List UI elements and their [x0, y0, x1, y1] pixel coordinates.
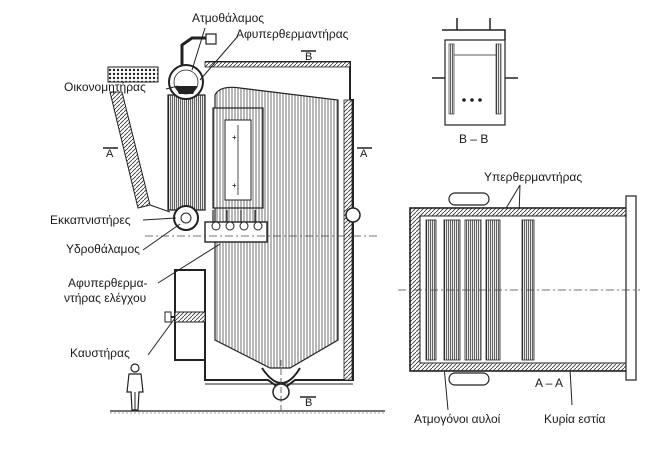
steam-outlet-pipe — [180, 36, 210, 65]
svg-text:+: + — [232, 181, 237, 190]
section-title-bb: B – B — [459, 132, 489, 146]
boiler-side-view: + + — [103, 33, 385, 414]
section-mark-b-bottom: B — [305, 397, 313, 409]
label-generating-tubes: Ατμογόνοι αυλοί — [414, 412, 501, 426]
label-steam-drum: Ατμοθάλαμος — [192, 11, 265, 25]
label-main-furnace: Κυρία εστία — [544, 412, 606, 426]
label-blowdown: Εκκαπνιστήρες — [50, 213, 131, 227]
label-water-drum: Υδροθάλαμος — [66, 242, 140, 256]
generating-tube-bank — [167, 94, 206, 211]
section-aa-view — [398, 192, 640, 386]
label-economizer: Οικονομητήρας — [64, 80, 146, 94]
section-bb-view — [432, 18, 518, 126]
water-drum-icon — [173, 205, 199, 231]
label-desuperheater: Αφυπερθερμαντήρας — [236, 27, 349, 41]
label-control-desuperheater-line1: Αφυπερθερμα- — [68, 276, 148, 290]
svg-text:+: + — [232, 133, 237, 142]
casing-top-wall — [204, 61, 351, 68]
control-desuperheater — [204, 210, 268, 243]
label-superheater: Υπερθερμαντήρας — [484, 170, 583, 184]
casing-right-wall — [343, 99, 353, 381]
scale-figure — [126, 363, 144, 411]
section-mark-b-top: B — [305, 51, 313, 63]
section-title-aa: A – A — [535, 376, 564, 390]
furnace-bottom-header — [261, 367, 301, 384]
section-mark-a-left: A — [106, 148, 114, 160]
section-mark-a-right: A — [360, 148, 368, 160]
burner-assembly — [164, 311, 206, 323]
label-burner: Καυστήρας — [70, 346, 130, 360]
economizer-duct — [109, 91, 151, 209]
economizer-bank — [107, 66, 159, 83]
label-control-desuperheater-line2: ντήρας ελέγχου — [64, 291, 147, 305]
